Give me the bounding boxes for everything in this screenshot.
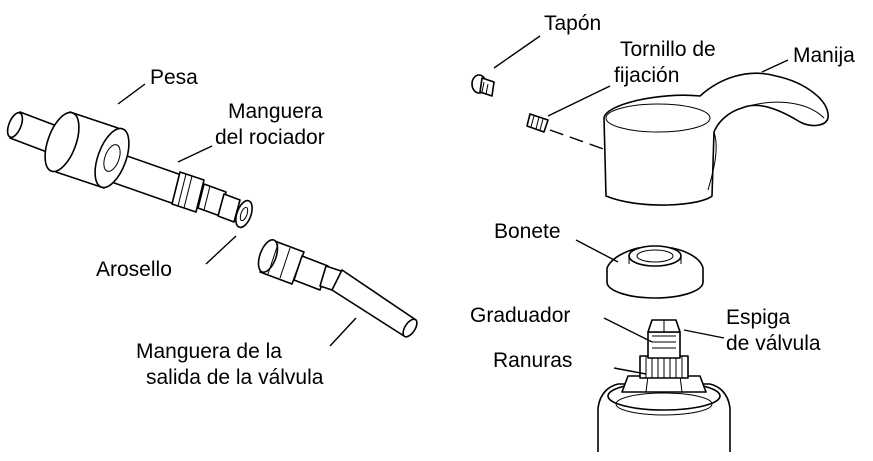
label-tornillo-1: Tornillo de (620, 38, 716, 61)
plug-icon (471, 74, 495, 97)
alignment-line (549, 129, 613, 153)
manguera-salida-leader (329, 317, 357, 347)
set-screw-icon (526, 113, 549, 133)
valve-outlet-hose-icon (257, 238, 418, 338)
tapon-leader (493, 35, 541, 69)
label-espiga-1: Espiga (726, 306, 791, 329)
label-manguera-salida-1: Manguera de la (136, 340, 282, 363)
valve-stem-assembly-icon (597, 319, 731, 452)
manguera-rociador-leader (177, 145, 213, 163)
bonnet-icon (606, 245, 704, 299)
label-bonete: Bonete (494, 220, 561, 243)
bonete-leader (575, 239, 619, 263)
o-ring-icon (235, 199, 253, 229)
label-ranuras: Ranuras (493, 349, 572, 372)
pesa-leader (117, 83, 146, 105)
label-pesa: Pesa (150, 66, 198, 89)
label-tornillo-2: fijación (614, 64, 679, 87)
label-manguera-salida-2: salida de la válvula (146, 366, 324, 389)
arosello-leader (205, 235, 237, 265)
label-manija: Manija (793, 44, 855, 67)
label-manguera-rociador-1: Manguera (228, 100, 323, 123)
manija-leader (761, 59, 789, 73)
label-graduador: Graduador (470, 304, 570, 327)
ranuras-leader (613, 367, 647, 375)
graduador-leader (603, 317, 653, 343)
weight-icon (44, 111, 130, 189)
label-arosello: Arosello (96, 258, 172, 281)
espiga-leader (683, 329, 725, 339)
handle-icon (603, 72, 829, 206)
label-manguera-rociador-2: del rociador (215, 126, 325, 149)
label-tapon: Tapón (544, 12, 601, 35)
label-espiga-2: de válvula (726, 332, 821, 355)
tornillo-leader (547, 85, 611, 117)
